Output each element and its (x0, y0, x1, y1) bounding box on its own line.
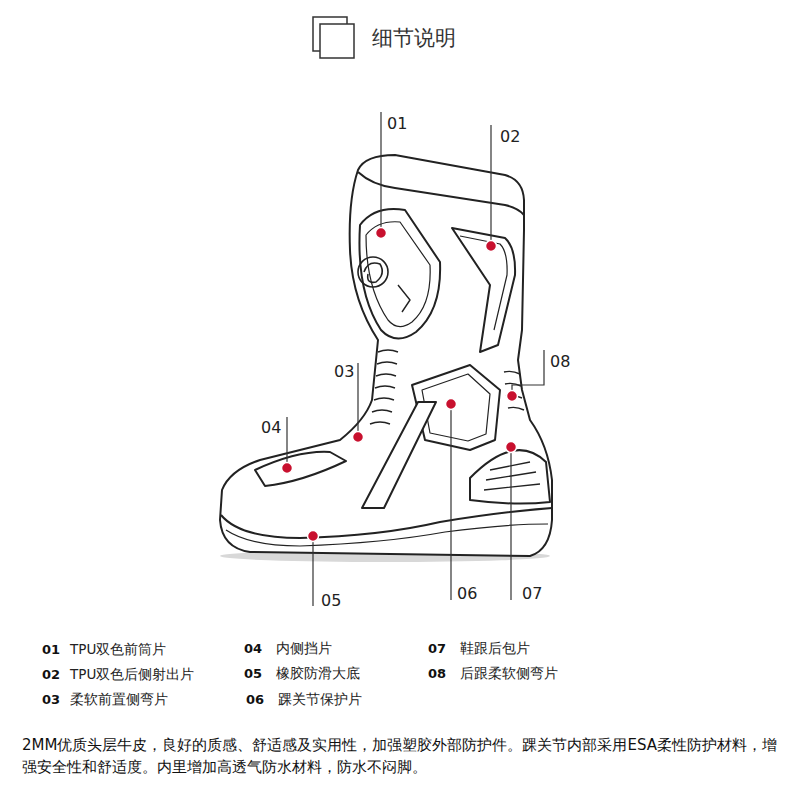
part-name: 鞋跟后包片 (460, 640, 530, 656)
callout-number: 05 (320, 591, 342, 610)
callout-number: 04 (260, 418, 282, 437)
callout-number: 01 (386, 114, 408, 133)
part-name: TPU双色后侧射出片 (70, 666, 194, 682)
callout-number: 06 (456, 584, 478, 603)
boot-outline (220, 155, 552, 556)
list-number: 02 (42, 667, 60, 683)
part-name: 后跟柔软侧弯片 (460, 665, 558, 681)
list-number: 06 (246, 692, 264, 708)
part-name: 内侧挡片 (276, 640, 332, 656)
part-name: 踝关节保护片 (278, 691, 362, 707)
list-number: 01 (42, 642, 60, 658)
title-icon (313, 17, 354, 58)
list-number: 04 (244, 641, 262, 657)
caption-paragraph: 2MM优质头层牛皮，良好的质感、舒适感及实用性，加强塑胶外部防护件。踝关节内部采… (22, 735, 782, 779)
callout-number: 07 (521, 584, 543, 603)
list-number: 08 (428, 666, 446, 682)
callout-number: 02 (499, 127, 521, 146)
callout-number: 08 (549, 352, 571, 371)
list-number: 07 (428, 641, 446, 657)
list-number: 03 (42, 692, 60, 708)
list-number: 05 (244, 666, 262, 682)
part-name: TPU双色前筒片 (70, 641, 166, 657)
part-name: 橡胶防滑大底 (276, 665, 360, 681)
leader-lines (287, 112, 544, 606)
part-name: 柔软前置侧弯片 (70, 691, 168, 707)
callout-dots (282, 228, 518, 542)
page-title: 细节说明 (372, 26, 456, 51)
callout-number: 03 (333, 362, 355, 381)
